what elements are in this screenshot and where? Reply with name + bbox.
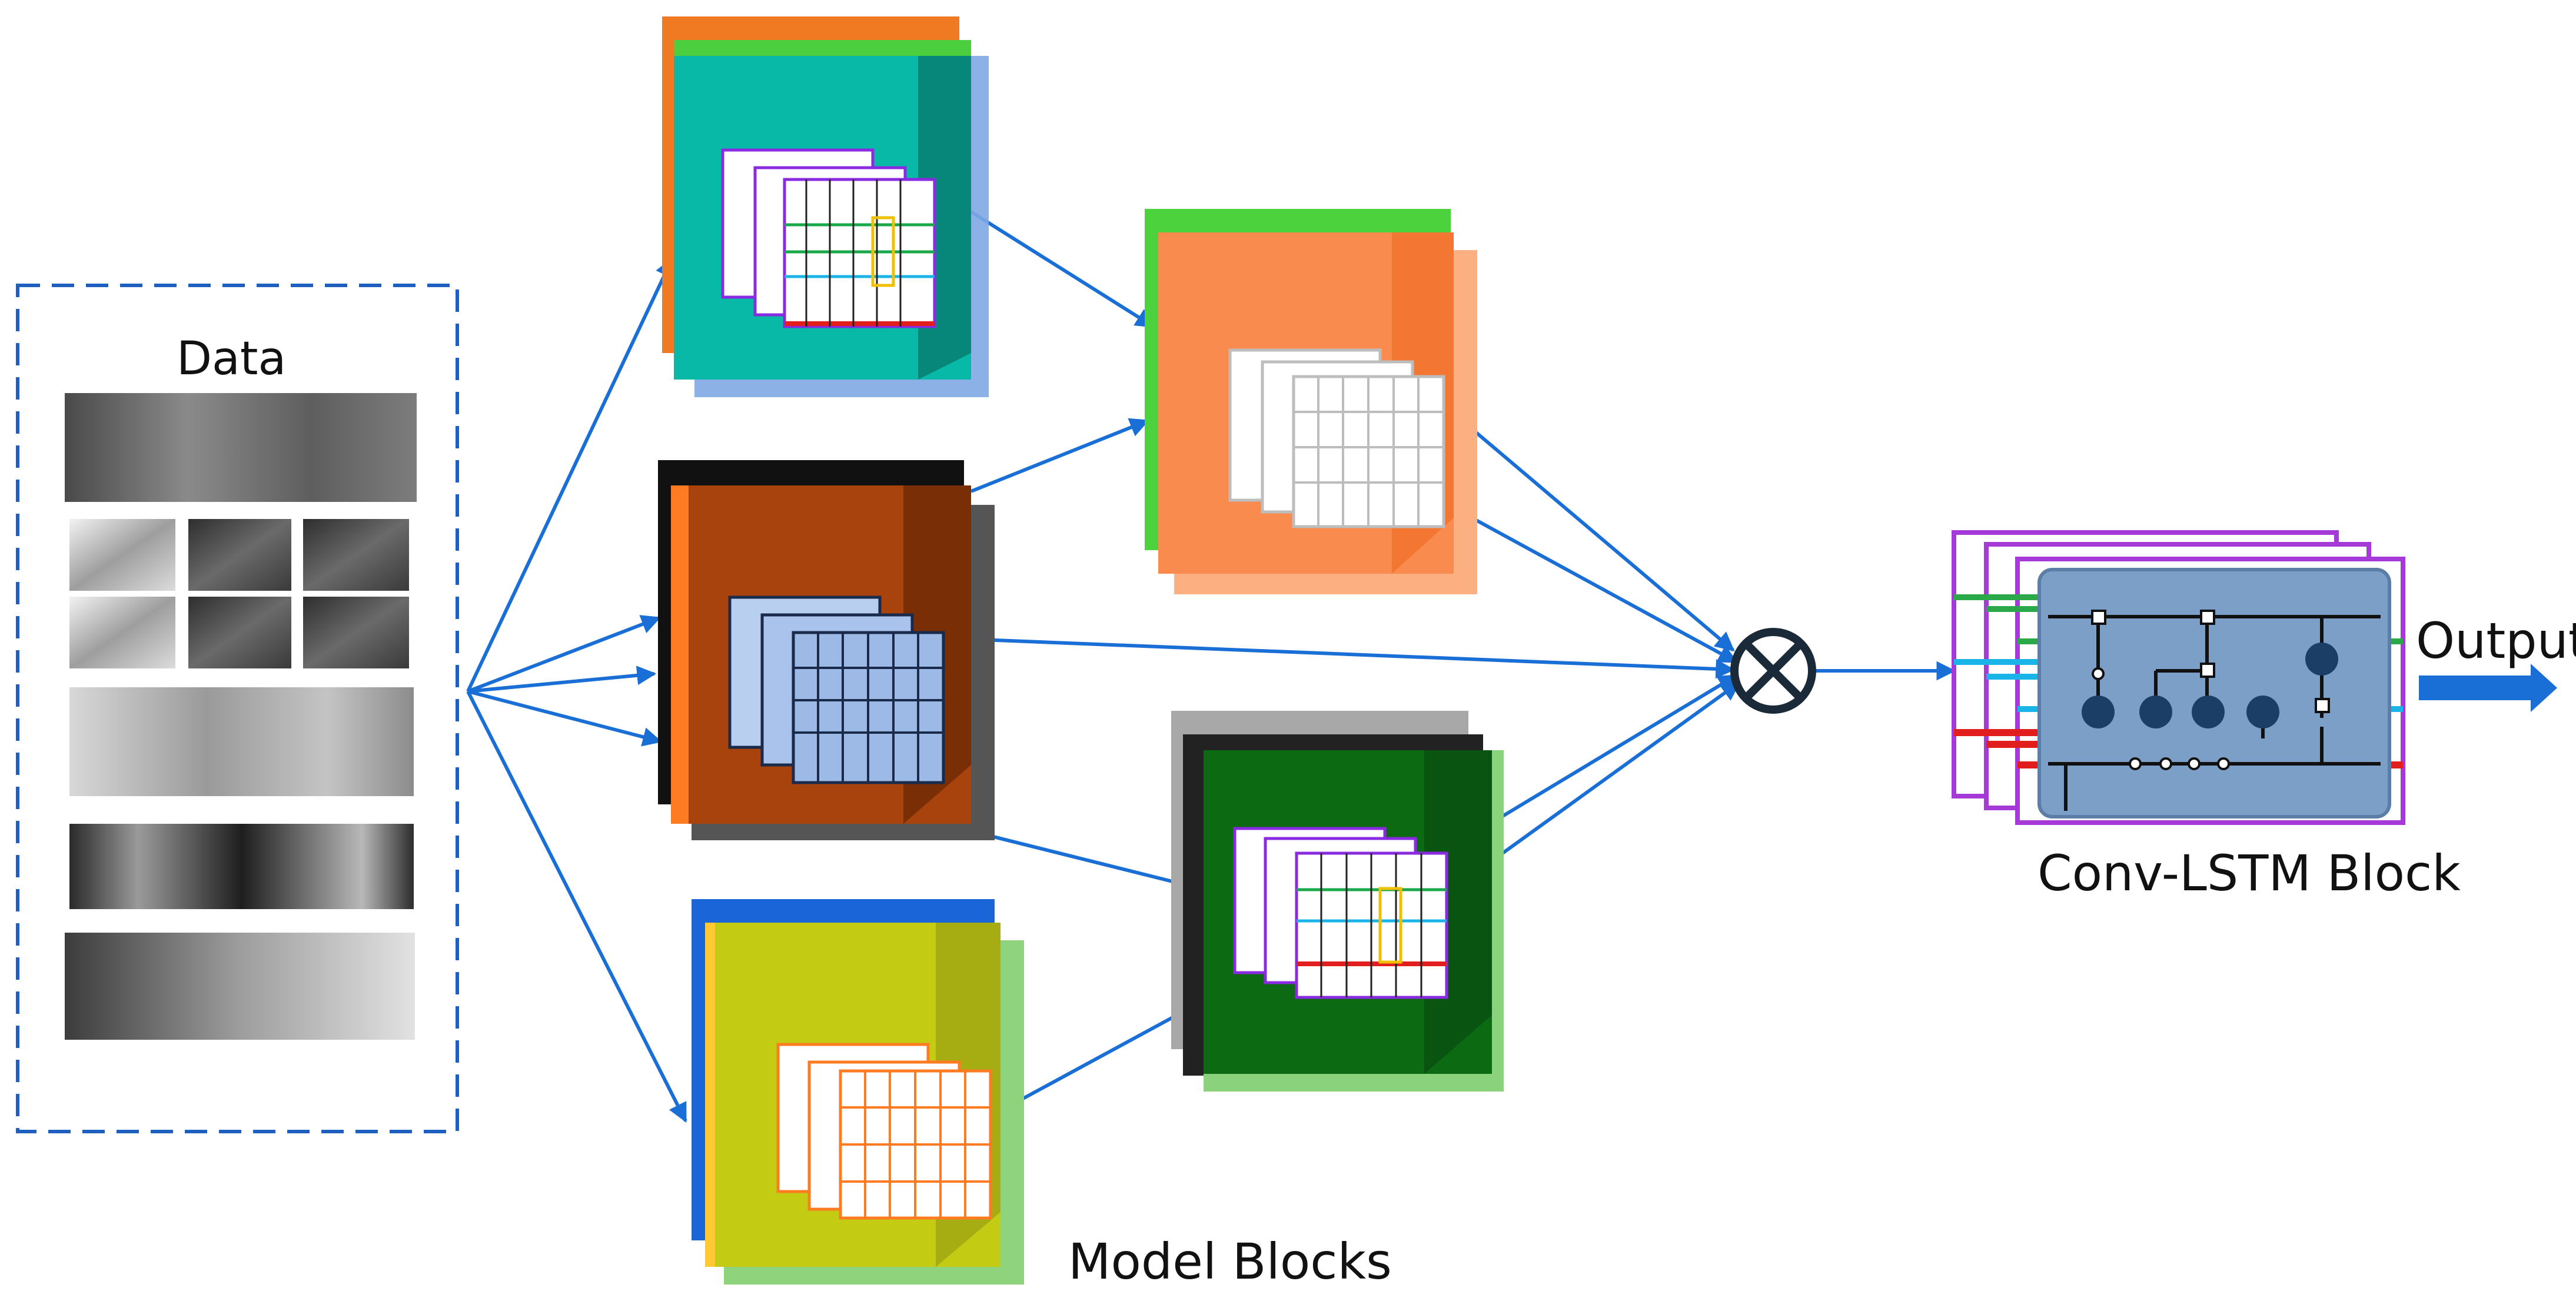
model-block-4 bbox=[1145, 209, 1477, 594]
model-block-1 bbox=[662, 16, 989, 397]
data-label: Data bbox=[177, 332, 287, 385]
lstm-op-icon bbox=[2091, 610, 2330, 770]
arrow bbox=[1002, 1013, 1178, 1111]
arrow bbox=[1444, 501, 1738, 664]
model-blocks-label: Model Blocks bbox=[1068, 1233, 1392, 1290]
arrow bbox=[467, 690, 663, 747]
feature-map-stack bbox=[1228, 348, 1445, 528]
feature-map-stack bbox=[1233, 827, 1448, 999]
conv-lstm-block bbox=[1952, 530, 2405, 825]
arrow bbox=[950, 637, 1736, 679]
arrow bbox=[970, 418, 1150, 493]
lstm-gate-icon bbox=[2082, 643, 2338, 728]
lstm-cell-panel bbox=[2037, 568, 2391, 818]
arrow bbox=[467, 666, 657, 693]
data-sample-strip bbox=[65, 393, 417, 502]
arrow bbox=[467, 615, 662, 693]
arrow bbox=[466, 257, 674, 693]
fusion-operator-icon bbox=[1730, 628, 1816, 714]
arrow bbox=[970, 210, 1155, 328]
data-sample-strip bbox=[69, 687, 414, 796]
connections bbox=[466, 210, 1956, 1123]
output-arrow bbox=[2419, 664, 2557, 712]
model-block-3 bbox=[692, 899, 1024, 1285]
arrow bbox=[1444, 404, 1735, 652]
feature-map-stack bbox=[721, 148, 936, 328]
arrow bbox=[466, 690, 687, 1123]
data-sample-strip bbox=[69, 824, 414, 909]
feature-map-stack bbox=[776, 1043, 992, 1220]
data-panel bbox=[16, 284, 459, 1133]
conv-lstm-label: Conv-LSTM Block bbox=[2037, 844, 2461, 902]
output-label: Output bbox=[2416, 612, 2576, 670]
model-block-5 bbox=[1171, 711, 1504, 1092]
data-sample-grid bbox=[69, 519, 409, 668]
feature-map-stack bbox=[728, 595, 945, 784]
arrow bbox=[1479, 674, 1738, 831]
data-panel-border bbox=[16, 284, 459, 1133]
model-block-2 bbox=[658, 460, 995, 840]
data-sample-strip bbox=[65, 933, 415, 1040]
